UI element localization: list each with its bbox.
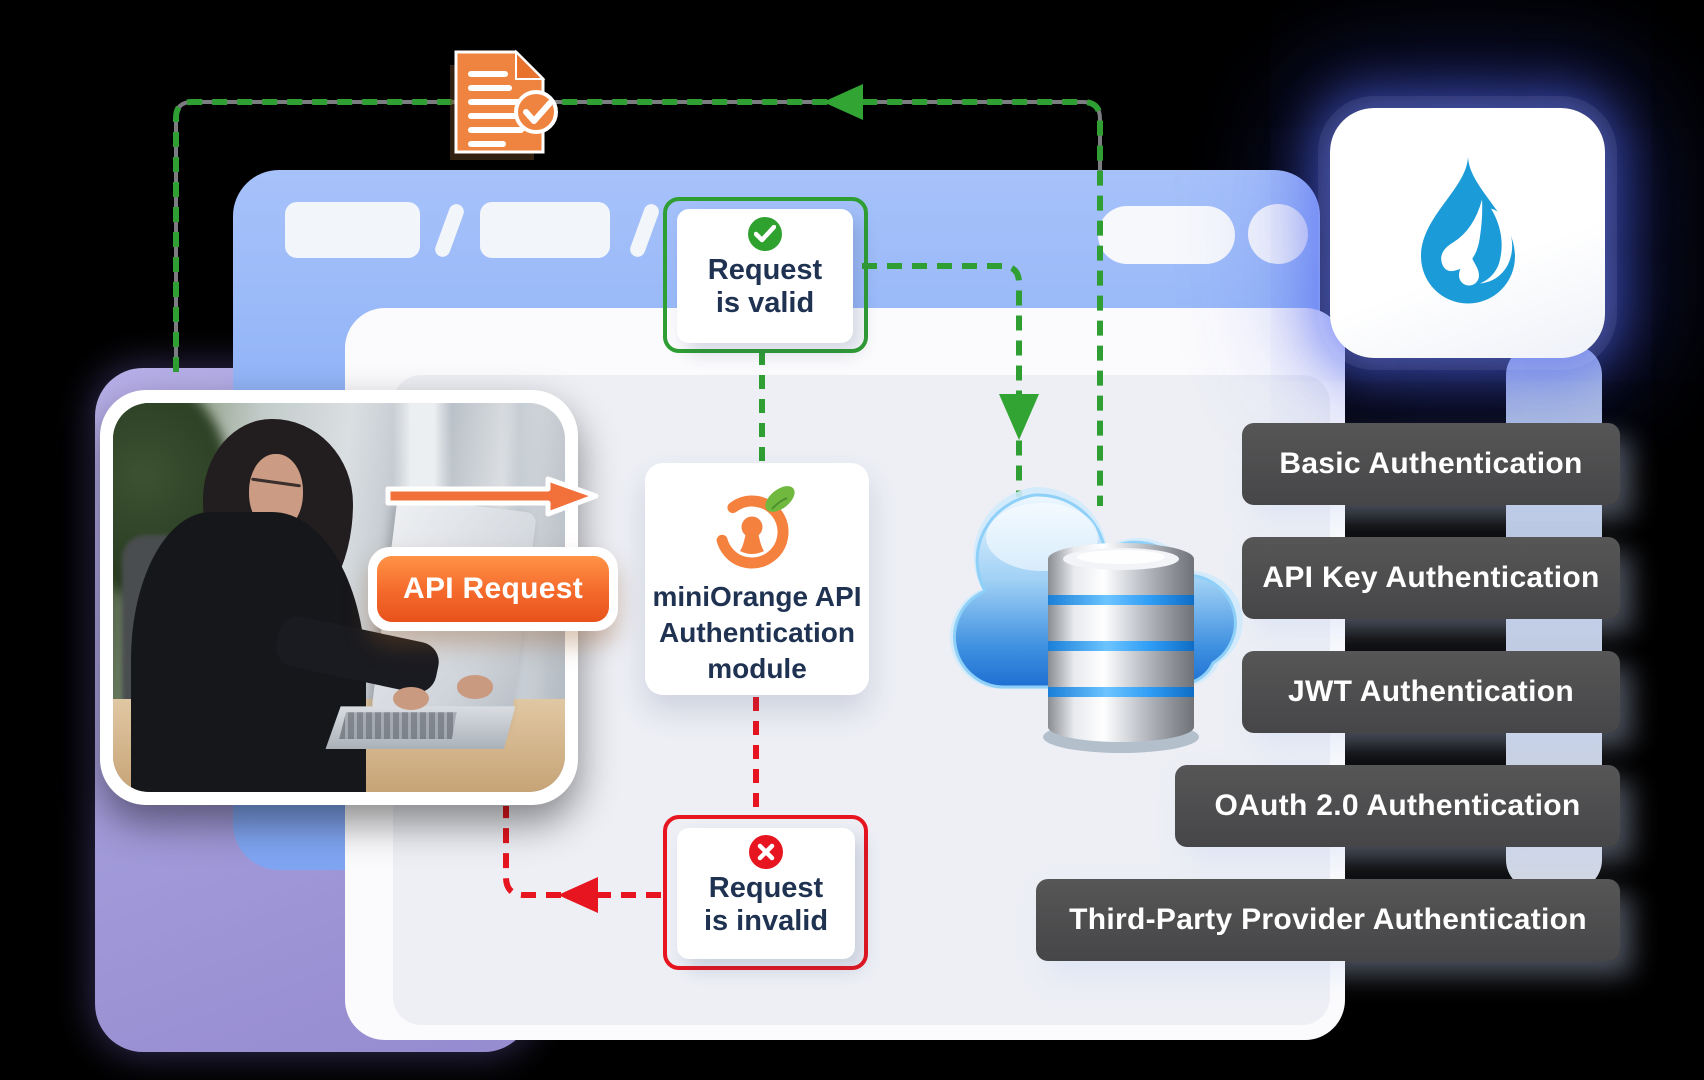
auth-pill-api-key: API Key Authentication bbox=[1242, 537, 1620, 619]
miniorange-logo-icon bbox=[715, 486, 795, 569]
auth-pill-label: OAuth 2.0 Authentication bbox=[1214, 789, 1581, 822]
breadcrumb-pill bbox=[285, 202, 420, 258]
api-request-label: API Request bbox=[402, 572, 583, 605]
document-check-icon bbox=[450, 49, 558, 160]
invalid-label-line1: Request bbox=[708, 872, 824, 904]
api-request-button: API Request bbox=[368, 547, 618, 631]
header-circle bbox=[1248, 204, 1308, 264]
auth-pill-label: Third-Party Provider Authentication bbox=[1069, 903, 1587, 936]
photo-laptop-keyboard bbox=[339, 712, 457, 740]
request-invalid-box: Request is invalid bbox=[663, 815, 868, 970]
x-icon bbox=[749, 835, 783, 869]
module-label-line3: module bbox=[707, 653, 807, 684]
module-label-line1: miniOrange API bbox=[652, 581, 862, 612]
valid-label-line2: is valid bbox=[715, 287, 815, 319]
photo-person-hand bbox=[456, 675, 493, 699]
module-label-line2: Authentication bbox=[659, 617, 855, 648]
request-valid-box: Request is valid bbox=[663, 197, 868, 353]
invalid-label-line2: is invalid bbox=[703, 905, 829, 937]
header-capsule bbox=[1098, 206, 1235, 264]
cloud-database-icon bbox=[949, 486, 1243, 753]
drupal-logo-icon bbox=[1420, 156, 1515, 303]
drupal-card bbox=[1330, 108, 1605, 358]
breadcrumb-pill bbox=[480, 202, 610, 258]
auth-pill-label: API Key Authentication bbox=[1262, 561, 1600, 594]
miniorange-module-box: miniOrange API Authentication module bbox=[645, 463, 869, 695]
auth-pill-jwt: JWT Authentication bbox=[1242, 651, 1620, 733]
auth-pill-oauth: OAuth 2.0 Authentication bbox=[1175, 765, 1620, 847]
auth-pill-third-party: Third-Party Provider Authentication bbox=[1036, 879, 1620, 961]
auth-pill-basic: Basic Authentication bbox=[1242, 423, 1620, 505]
valid-label-line1: Request bbox=[707, 254, 823, 286]
api-request-arrow-icon bbox=[385, 476, 599, 517]
auth-pill-label: JWT Authentication bbox=[1288, 675, 1574, 708]
auth-pill-label: Basic Authentication bbox=[1279, 447, 1583, 480]
arrow-left-icon bbox=[823, 84, 863, 120]
check-icon bbox=[748, 217, 782, 251]
photo-person-hand bbox=[393, 686, 430, 711]
